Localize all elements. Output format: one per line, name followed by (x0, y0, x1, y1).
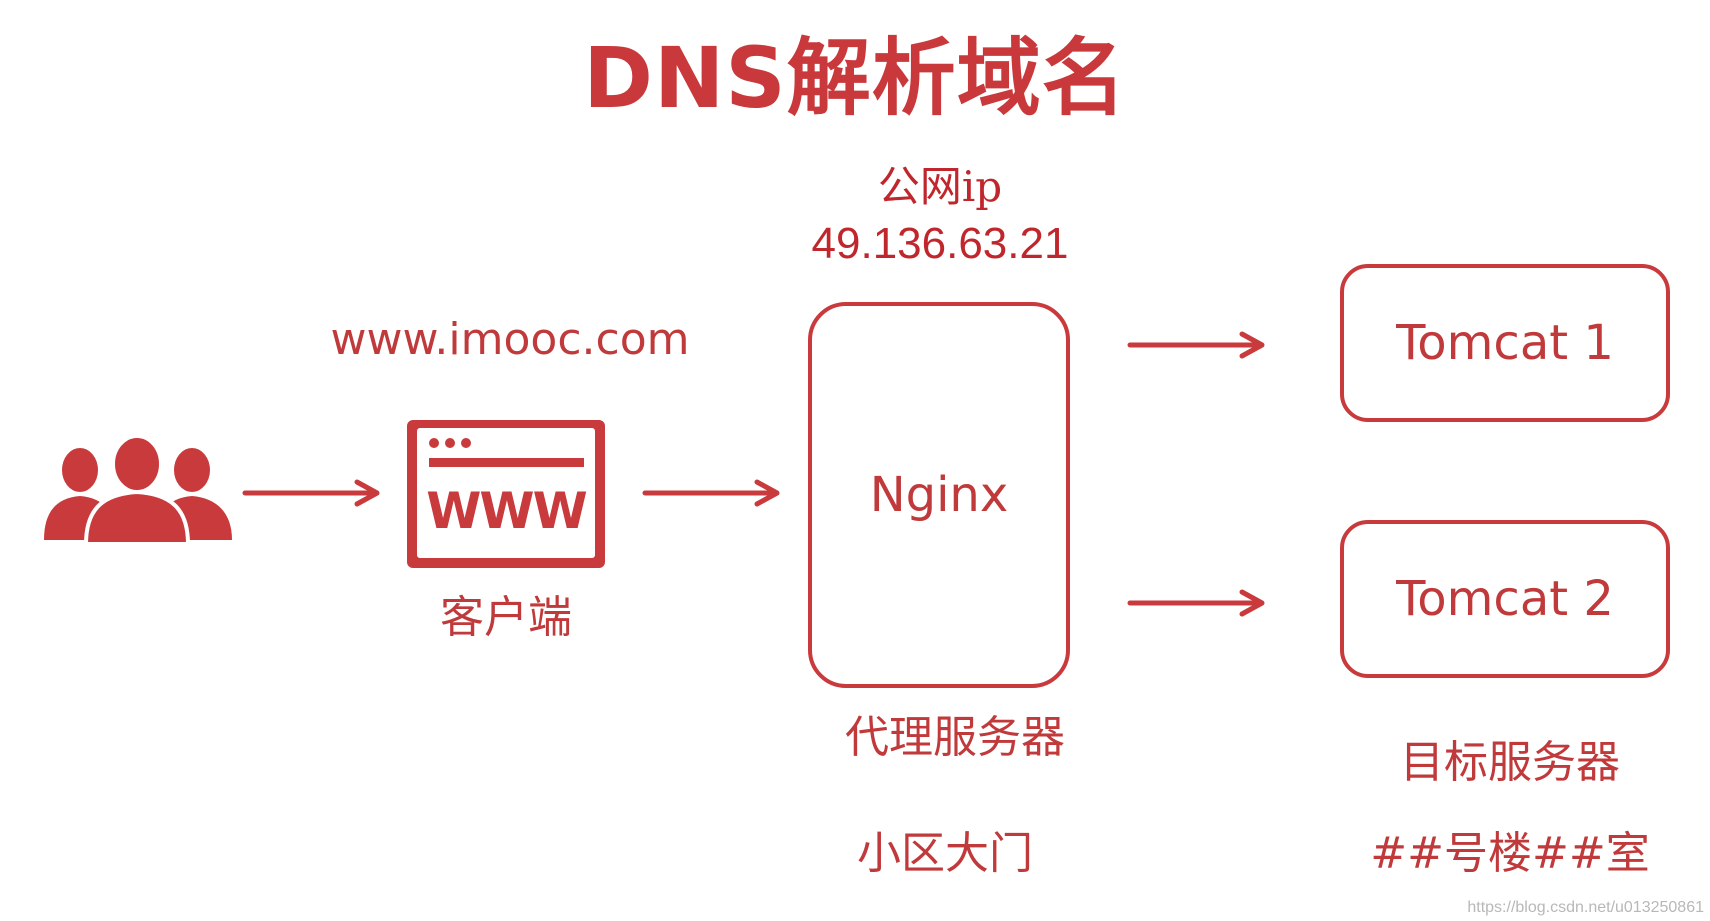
proxy-analogy-label: 小区大门 (857, 828, 1033, 879)
client-domain: www.imooc.com (330, 314, 690, 365)
proxy-server-label: 代理服务器 (845, 712, 1065, 763)
browser-window-icon: WWW (407, 420, 605, 568)
arrow-right-icon (1127, 589, 1265, 617)
tomcat-1-label: Tomcat 1 (1396, 315, 1614, 371)
arrow-right-icon (1127, 331, 1265, 359)
public-ip-label: 公网ip (877, 162, 1003, 211)
page-title: DNS解析域名 (583, 29, 1127, 127)
target-server-label: 目标服务器 (1400, 737, 1620, 788)
nginx-label: Nginx (869, 467, 1009, 523)
watermark: https://blog.csdn.net/u013250861 (1467, 899, 1704, 916)
tomcat-2-label: Tomcat 2 (1396, 571, 1614, 627)
public-ip-value: 49.136.63.21 (811, 219, 1069, 268)
target-analogy-label: ##号楼##室 (1370, 828, 1650, 879)
nginx-proxy-box: Nginx (808, 302, 1070, 688)
arrow-right-icon (642, 479, 780, 507)
client-label: 客户端 (440, 592, 572, 643)
browser-www-text: WWW (426, 482, 587, 540)
arrow-right-icon (242, 479, 380, 507)
tomcat-server-box-2: Tomcat 2 (1340, 520, 1670, 678)
users-icon (44, 434, 232, 546)
tomcat-server-box-1: Tomcat 1 (1340, 264, 1670, 422)
